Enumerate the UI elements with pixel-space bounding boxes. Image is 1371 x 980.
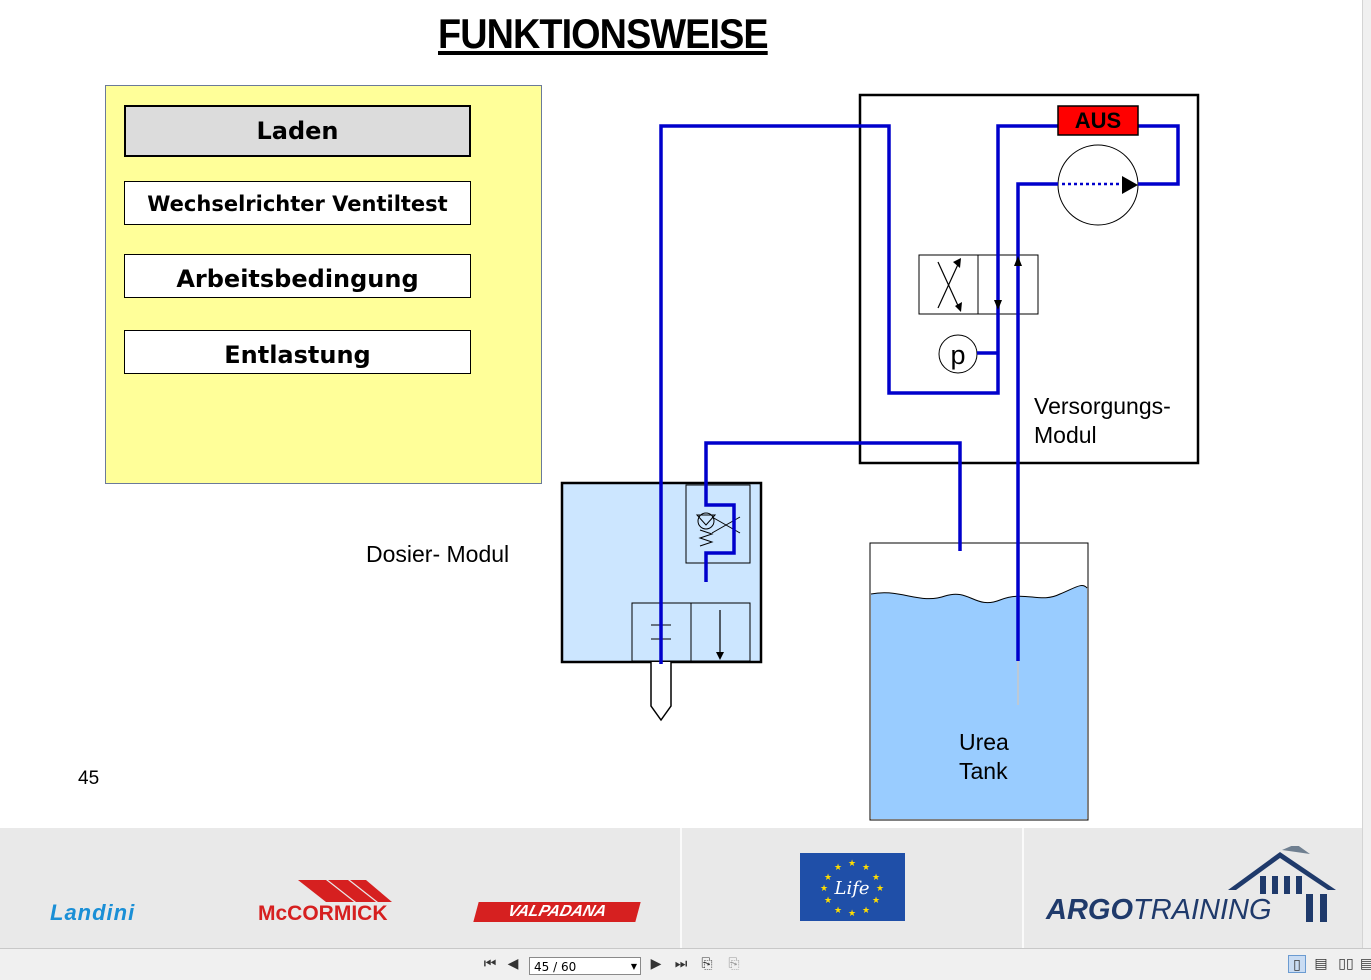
mode-button-entlastung[interactable]: Entlastung bbox=[124, 330, 471, 374]
svg-text:★: ★ bbox=[872, 896, 880, 906]
svg-text:★: ★ bbox=[824, 873, 832, 883]
hydraulic-lines bbox=[659, 124, 1180, 664]
two-page-icon[interactable]: ▯▯ bbox=[1338, 956, 1354, 972]
mode-menu-panel: Laden Wechselrichter Ventiltest Arbeitsb… bbox=[105, 85, 542, 484]
argo-building-icon bbox=[1228, 846, 1336, 922]
next-page-icon[interactable]: ▶ bbox=[650, 956, 662, 972]
dosing-module-label: Dosier- Modul bbox=[366, 541, 510, 567]
eu-life-logo: ★★★ ★★★ ★★★ ★★★ Life bbox=[800, 853, 905, 921]
fluid-surface-line bbox=[870, 585, 1088, 604]
continuous-icon[interactable]: ▤ bbox=[1314, 956, 1328, 972]
page-title: FUNKTIONSWEISE bbox=[438, 10, 769, 57]
last-page-icon[interactable]: ⏭ bbox=[674, 956, 688, 972]
argo-logo-light: TRAINING bbox=[1133, 894, 1272, 926]
two-page-continuous-icon[interactable]: ▤ bbox=[1360, 956, 1371, 972]
svg-text:★: ★ bbox=[834, 863, 842, 873]
supply-module-label-line2: Modul bbox=[1034, 422, 1097, 448]
svg-text:★: ★ bbox=[824, 896, 832, 906]
tank-label-line1: Urea bbox=[959, 729, 1009, 755]
pump-status-badge bbox=[1057, 105, 1139, 136]
prev-page-icon[interactable]: ◀ bbox=[507, 956, 519, 972]
page-number-value: 45 / 60 bbox=[534, 960, 577, 974]
landini-logo: Landini bbox=[50, 900, 136, 925]
tank-fluid bbox=[871, 585, 1087, 819]
flow-arrow-down-icon bbox=[994, 300, 1002, 310]
svg-text:★: ★ bbox=[820, 884, 828, 894]
check-valve-icon bbox=[695, 514, 717, 526]
mode-button-arbeitsbedingung[interactable]: Arbeitsbedingung bbox=[124, 254, 471, 298]
svg-text:★: ★ bbox=[876, 884, 884, 894]
argo-logo-bold: ARGO bbox=[1046, 894, 1133, 926]
check-valve-block bbox=[685, 484, 751, 564]
argo-training-logo: ARGOTRAINING bbox=[1046, 894, 1272, 927]
pump-arrow-icon bbox=[1122, 176, 1138, 194]
life-logo-text: Life bbox=[833, 878, 869, 899]
svg-text:★: ★ bbox=[848, 909, 856, 919]
svg-text:★: ★ bbox=[862, 906, 870, 916]
hydraulic-diagram: p AUS bbox=[560, 93, 1200, 821]
mccormick-emblem-icon bbox=[298, 880, 392, 902]
mode-button-wechselrichter-ventiltest[interactable]: Wechselrichter Ventiltest bbox=[124, 181, 471, 225]
mccormick-logo: McCORMICK bbox=[258, 902, 388, 925]
slide: FUNKTIONSWEISE Laden Wechselrichter Vent… bbox=[0, 10, 1362, 948]
single-page-icon[interactable]: ▯ bbox=[1288, 955, 1306, 973]
injector-nozzle bbox=[650, 662, 672, 722]
svg-text:★: ★ bbox=[862, 863, 870, 873]
footer-logo-bar: Landini McCORMICK VALPADANA ★★★ ★★★ ★★★ … bbox=[0, 828, 1362, 948]
vertical-scrollbar[interactable] bbox=[1362, 0, 1371, 948]
pressure-sensor-label: p bbox=[950, 340, 965, 370]
urea-tank-label: Urea Tank bbox=[959, 728, 1009, 786]
forward-view-icon[interactable]: ⎘ bbox=[728, 956, 740, 972]
cross-arrow-icon bbox=[937, 261, 961, 311]
mode-button-laden[interactable]: Laden bbox=[124, 105, 471, 157]
first-page-icon[interactable]: ⏮ bbox=[483, 956, 497, 972]
svg-text:★: ★ bbox=[848, 859, 856, 869]
slide-page-number: 45 bbox=[78, 768, 100, 789]
supply-module-label: Versorgungs- Modul bbox=[1034, 392, 1171, 450]
viewer-toolbar: ⏮ ◀ 45 / 60 ▼ ▶ ⏭ ⎘ ⎘ ▯ ▤ ▯▯ ▤ bbox=[0, 948, 1371, 980]
page-number-field[interactable]: 45 / 60 ▼ bbox=[529, 957, 641, 975]
spring-icon bbox=[698, 529, 714, 547]
tank-label-line2: Tank bbox=[959, 758, 1008, 784]
svg-text:★: ★ bbox=[834, 906, 842, 916]
flow-arrow-up-icon bbox=[1014, 256, 1022, 266]
supply-module-label-line1: Versorgungs- bbox=[1034, 393, 1171, 419]
eu-stars-icon: ★★★ ★★★ ★★★ ★★★ Life bbox=[820, 859, 884, 919]
svg-text:★: ★ bbox=[872, 873, 880, 883]
pump-status-text: AUS bbox=[1075, 108, 1121, 133]
valpadana-logo: VALPADANA bbox=[473, 902, 641, 922]
back-view-icon[interactable]: ⎘ bbox=[701, 956, 713, 972]
chevron-down-icon[interactable]: ▼ bbox=[630, 962, 637, 971]
